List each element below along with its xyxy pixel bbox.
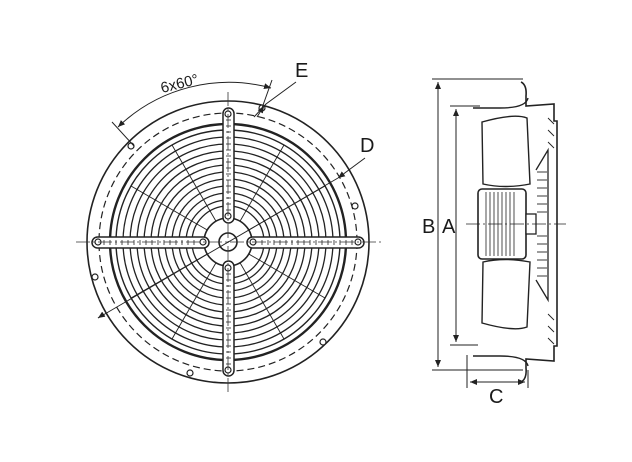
blade-bottom [481,258,531,330]
side-dimensions [432,78,529,388]
strut-top [222,107,235,224]
label-D: D [360,135,374,157]
shroud-bottom [473,355,529,367]
strut-bottom [222,260,235,377]
shroud-top [473,97,529,109]
mounting-struts [91,107,365,377]
leader-D [337,157,366,179]
angle-dimension-arc [117,81,272,128]
front-view [76,92,382,392]
angle-extension-right [261,79,273,109]
side-flange [520,81,558,383]
blade-top [481,115,531,188]
label-angle: 6x60° [159,71,200,97]
label-A: A [442,216,456,238]
front-dimensions [97,79,366,319]
label-E: E [295,60,308,82]
angle-extension-left [111,121,135,147]
rear-guard-profile [535,147,549,303]
label-C: C [489,386,503,408]
rear-guard-ribs [537,117,555,345]
strut-left [91,236,210,249]
side-view [466,81,566,383]
strut-right [246,236,365,249]
label-B: B [422,216,435,238]
